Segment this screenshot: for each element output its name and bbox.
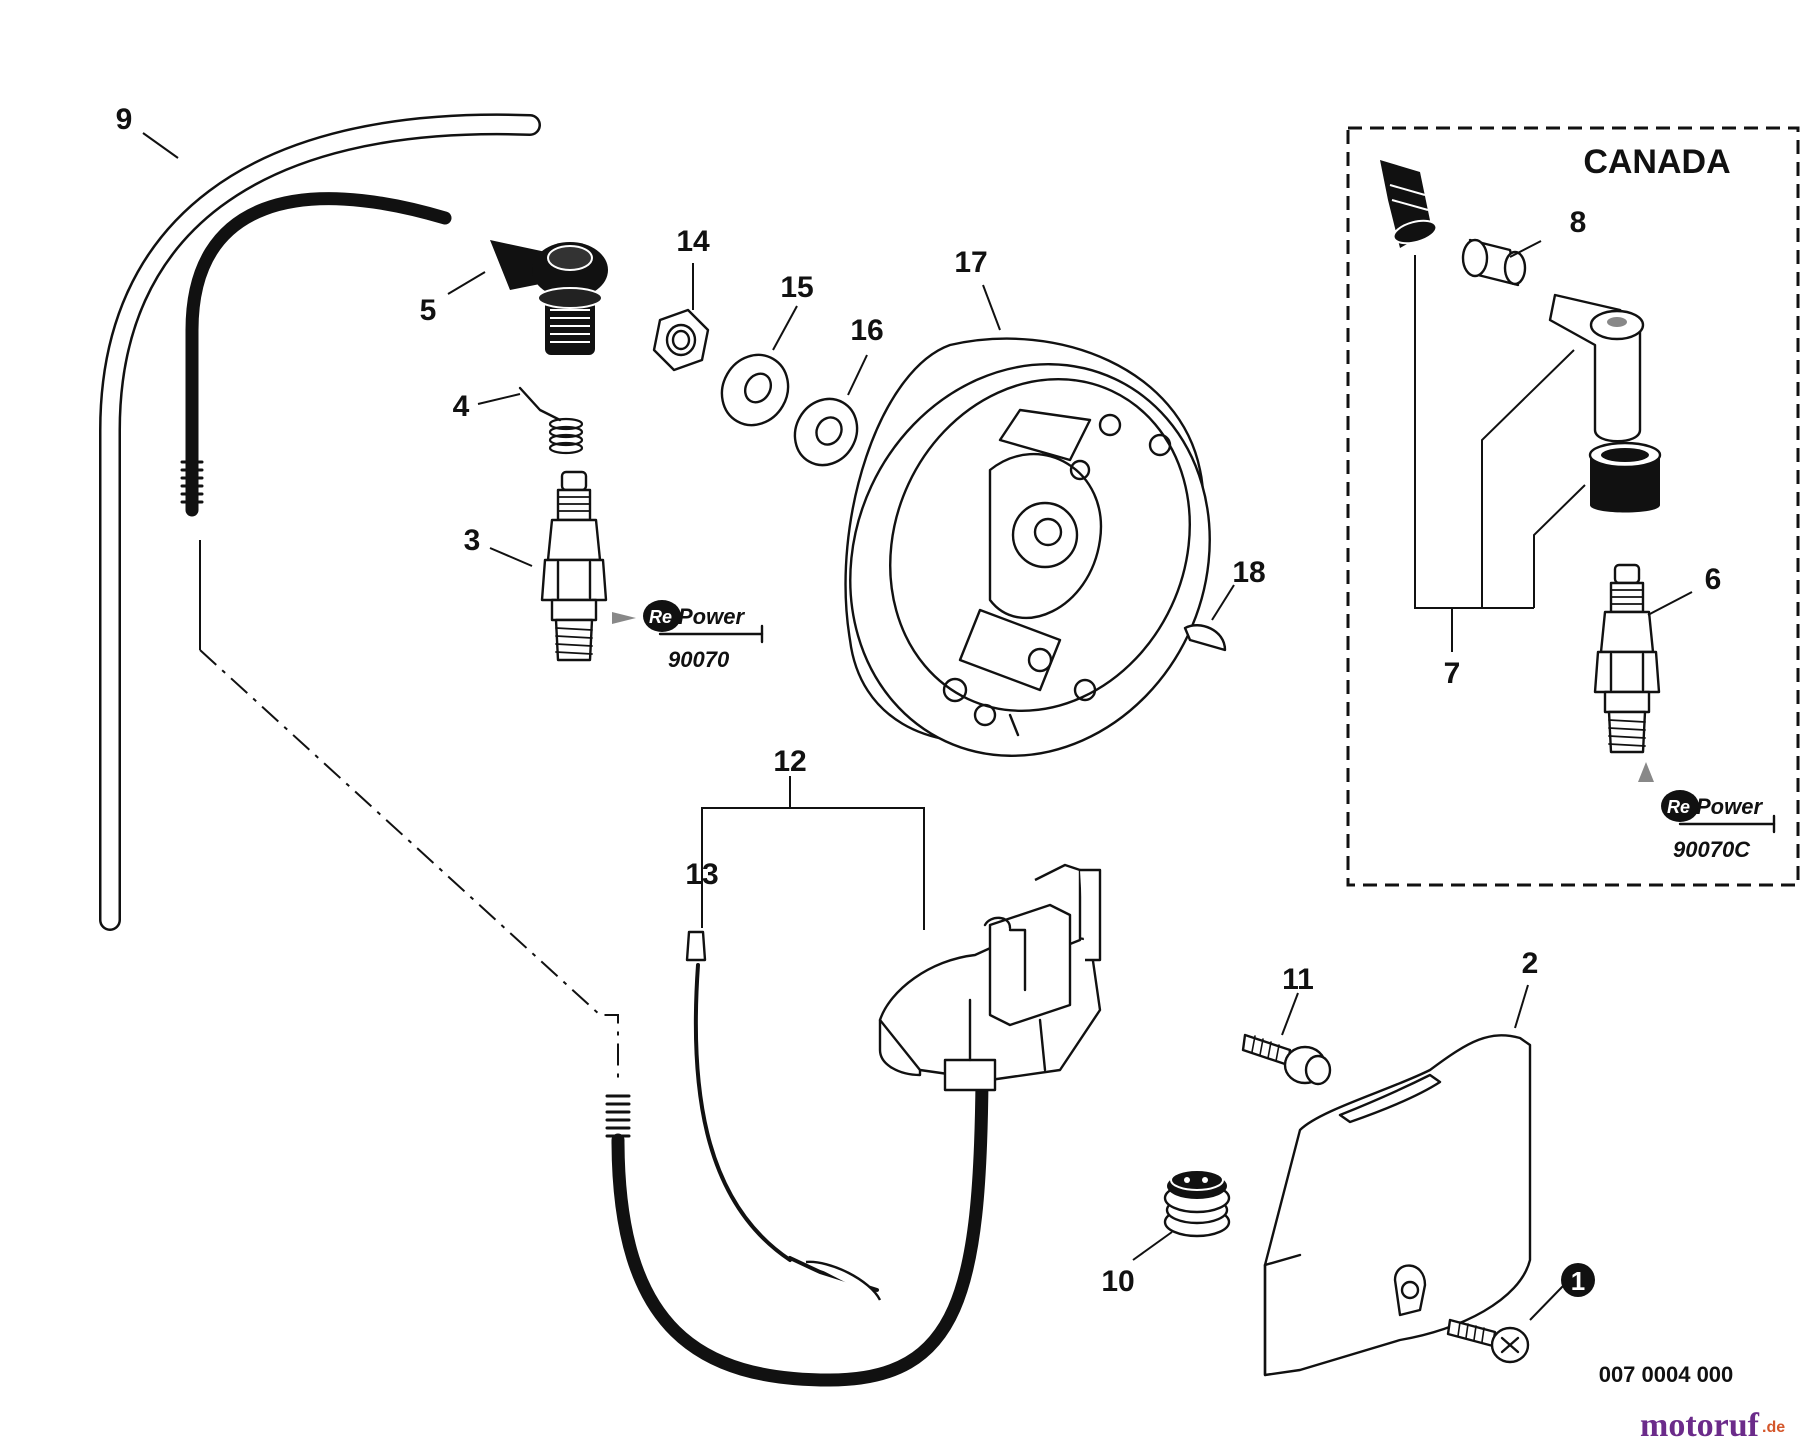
callout-leaders	[142, 132, 1693, 1321]
watermark-suffix: .de	[1762, 1419, 1785, 1436]
ignition-lead-cable	[180, 192, 989, 1387]
repower-right-part-number: 90070C	[1673, 837, 1751, 862]
repower-right-re: Re	[1667, 797, 1690, 817]
part-4-spring-clip	[518, 386, 584, 455]
part-13-ground-wire	[685, 930, 882, 1301]
callout-labels: 9 5 4 3 14 15 16 17 18 12 13 11 2 10 8 6…	[116, 103, 1722, 1298]
part-12-ignition-module	[878, 863, 1102, 1092]
label-part-16: 16	[850, 314, 883, 347]
part-7-sleeve	[1588, 441, 1662, 513]
part-17-flywheel	[844, 337, 1211, 757]
label-part-15: 15	[780, 271, 813, 304]
part-15-washer	[720, 353, 790, 427]
part-8-terminal	[1461, 238, 1527, 287]
label-part-2: 2	[1522, 947, 1539, 980]
repower-left-re: Re	[649, 607, 672, 627]
label-part-8: 8	[1570, 206, 1587, 239]
label-part-4: 4	[453, 390, 470, 423]
label-part-17: 17	[954, 246, 987, 279]
label-part-11: 11	[1282, 963, 1314, 996]
part-2-cover	[1263, 1034, 1532, 1377]
label-part-13: 13	[685, 858, 718, 891]
label-part-18: 18	[1232, 556, 1265, 589]
repower-left-power: Power	[678, 604, 745, 629]
canada-box-title: CANADA	[1583, 143, 1730, 181]
label-part-14: 14	[676, 225, 710, 258]
repower-right-power: Power	[1696, 794, 1763, 819]
repower-logo-right: Re Power 90070C	[1638, 762, 1776, 862]
part-16-lock-washer	[793, 397, 859, 467]
part-3-spark-plug	[540, 470, 608, 662]
part-14-nut	[652, 308, 710, 372]
label-part-12: 12	[773, 745, 806, 778]
repower-left-part-number: 90070	[668, 647, 730, 672]
label-part-7: 7	[1444, 657, 1461, 690]
label-part-3: 3	[464, 524, 481, 557]
label-part-10: 10	[1101, 1265, 1134, 1298]
part-7-boot-elbow	[1548, 293, 1645, 443]
part-1-screw	[1446, 1318, 1530, 1364]
repower-logo-left: Re Power 90070	[612, 600, 764, 672]
label-part-5: 5	[420, 294, 437, 327]
label-part-1: 1	[1571, 1266, 1585, 1296]
canada-kit-box: CANADA	[1346, 126, 1800, 887]
part-5-spark-plug-boot	[490, 240, 608, 355]
label-part-6: 6	[1705, 563, 1722, 596]
part-6-spark-plug	[1593, 563, 1661, 754]
part-9-hose	[99, 113, 541, 931]
watermark-main: motoruf	[1640, 1407, 1760, 1444]
part-10-grommet	[1163, 1169, 1231, 1238]
drawing-number: 007 0004 000	[1599, 1362, 1734, 1387]
circled-callout-bg	[1561, 1263, 1595, 1297]
part-11-screw	[1241, 1033, 1332, 1086]
part-7-boot-cap	[1380, 160, 1438, 248]
part-18-key	[1183, 624, 1227, 652]
label-part-9: 9	[116, 103, 133, 136]
part-7-leader-lines	[1414, 255, 1586, 652]
